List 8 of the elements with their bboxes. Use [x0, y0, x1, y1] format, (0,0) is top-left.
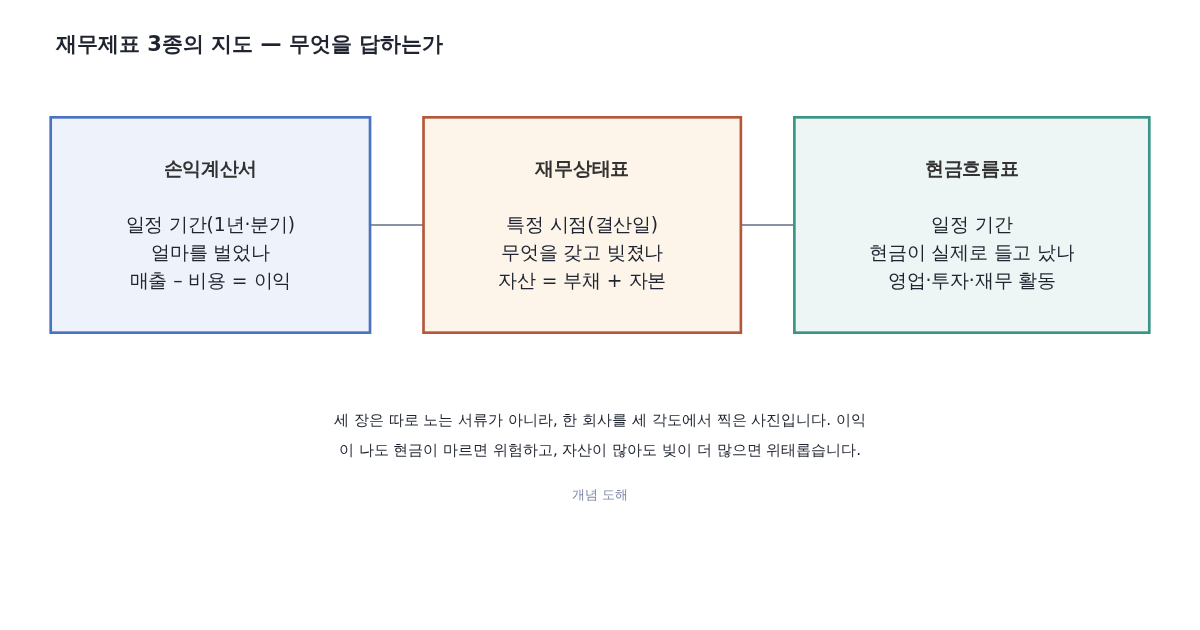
connector: [740, 224, 795, 226]
connector: [370, 224, 424, 226]
diagram-title: 재무제표 3종의 지도 — 무엇을 답하는가: [56, 31, 444, 58]
note-text: 개념 도해: [571, 486, 629, 504]
node-box: 재무상태표 특정 시점(결산일) 무엇을 갖고 빚졌나 자산 = 부채 + 자본: [422, 116, 743, 334]
node-box: 현금흐름표 일정 기간 현금이 실제로 들고 났나 영업·투자·재무 활동: [793, 116, 1151, 334]
node-box: 손익계산서 일정 기간(1년·분기) 얼마를 벌었나 매출 – 비용 = 이익: [49, 116, 372, 334]
caption: 세 장은 따로 노는 서류가 아니라, 한 회사를 세 각도에서 찍은 사진입니다. 이익이 나도 현금이 마르면 위험하고, 자산이 많아도 빚이 더 많으면 위태롭습니다.: [333, 410, 867, 461]
